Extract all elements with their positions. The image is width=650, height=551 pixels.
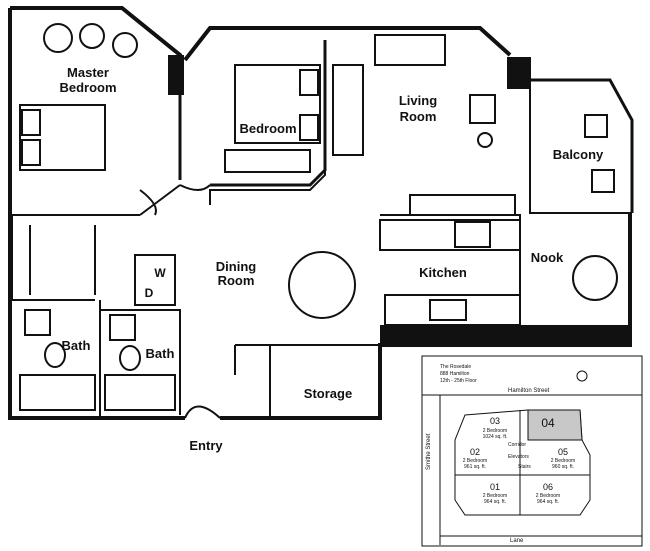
door-swing-entry (184, 405, 221, 419)
closet-shelves (29, 225, 96, 295)
wall-bath-right (100, 309, 181, 415)
bedroom-pillow-2 (299, 114, 319, 141)
label-bedroom: Bedroom (239, 121, 296, 136)
label-dining-2: Room (218, 273, 255, 288)
label-storage: Storage (304, 386, 352, 401)
master-pillow-2 (21, 139, 41, 166)
bath-right-tub (104, 374, 176, 411)
master-chair-3 (112, 32, 138, 58)
outer-wall-left (8, 8, 185, 420)
laundry-closet (134, 254, 176, 306)
label-entry: Entry (189, 438, 223, 453)
keyplan-corridor: Corridor (508, 442, 526, 448)
unit-05-num: 05 (558, 447, 568, 457)
bath-left-sink (24, 309, 51, 336)
keyplan-street-top: Hamilton Street (508, 388, 550, 394)
bath-left-tub (19, 374, 96, 411)
bedroom-bed (234, 64, 321, 144)
label-dryer: D (145, 286, 154, 300)
unit-06-desc: 2 Bedroom (536, 493, 560, 499)
living-sofa-top (374, 34, 446, 66)
master-chair-2 (79, 23, 105, 49)
unit-01-num: 01 (490, 482, 500, 492)
column-1 (168, 55, 184, 95)
label-dining-1: Dining (216, 259, 256, 274)
master-pillow-1 (21, 109, 41, 136)
kitchen-counter-top (409, 194, 516, 216)
nook-table (572, 255, 618, 301)
keyplan-lane: Lane (510, 538, 524, 544)
bedroom-pillow-1 (299, 69, 319, 96)
kitchen-stove (454, 221, 491, 248)
unit-06-num: 06 (543, 482, 553, 492)
balcony-edge (529, 80, 632, 214)
north-arrow-icon (576, 370, 588, 382)
unit-05-desc: 2 Bedroom (551, 458, 575, 464)
balcony-chair-2 (591, 169, 615, 193)
label-living-1: Living (399, 93, 437, 108)
living-chair (469, 94, 496, 124)
keyplan-stairs: Stairs (518, 464, 531, 470)
wall-bedroom-inner (209, 40, 326, 205)
outer-wall-top (183, 26, 512, 62)
unit-02-area: 961 sq. ft. (464, 464, 486, 470)
label-living-2: Room (400, 109, 437, 124)
keyplan: The Rosedale 888 Hamilton 12th - 25th Fl… (421, 355, 643, 547)
balcony-wall (530, 78, 634, 213)
label-washer: W (154, 266, 166, 280)
label-kitchen: Kitchen (419, 265, 467, 280)
door-swing-bedroom (179, 184, 211, 191)
master-chair-1 (43, 23, 73, 53)
living-sofa-left (332, 64, 364, 156)
bath-left-toilet (44, 342, 66, 368)
unit-06-area: 964 sq. ft. (537, 499, 559, 505)
kitchen-counter (379, 219, 521, 251)
master-bed (19, 104, 106, 171)
wall-bedroom (210, 40, 327, 187)
label-master-1: Master (67, 65, 109, 80)
unit-04-highlight (527, 409, 583, 441)
unit-02-desc: 2 Bedroom (463, 458, 487, 464)
balcony-chair-1 (584, 114, 608, 138)
bath-right-toilet (119, 345, 141, 371)
wall-bottom-kitchen (380, 325, 630, 345)
label-bath-right: Bath (146, 346, 175, 361)
keyplan-elevators: Elevators (508, 454, 529, 460)
keyplan-building: The Rosedale (440, 364, 471, 370)
unit-01-desc: 2 Bedroom (483, 493, 507, 499)
bedroom-closet (224, 149, 311, 173)
unit-03-desc: 2 Bedroom (483, 428, 507, 434)
unit-02-num: 02 (470, 447, 480, 457)
unit-03-area: 1024 sq. ft. (483, 434, 508, 440)
keyplan-floors: 12th - 25th Floor (440, 378, 477, 384)
living-side-table (477, 132, 493, 148)
door-swing-master (139, 189, 157, 216)
keyplan-street-side: Smithe Street (426, 433, 432, 470)
label-nook: Nook (531, 250, 564, 265)
unit-01-area: 964 sq. ft. (484, 499, 506, 505)
label-master-2: Bedroom (59, 80, 116, 95)
dining-table (288, 251, 356, 319)
wall-hall (139, 184, 181, 216)
kitchen-sink (429, 299, 467, 321)
label-bath-left: Bath (62, 338, 91, 353)
unit-04-num: 04 (541, 416, 555, 430)
label-balcony: Balcony (553, 147, 604, 162)
living-column (507, 57, 531, 89)
bath-right-sink (109, 314, 136, 341)
keyplan-frame (421, 355, 643, 547)
unit-03-num: 03 (490, 416, 500, 426)
keyplan-address: 888 Hamilton (440, 371, 470, 377)
unit-05-area: 960 sq. ft. (552, 464, 574, 470)
outer-wall-master (10, 6, 182, 64)
